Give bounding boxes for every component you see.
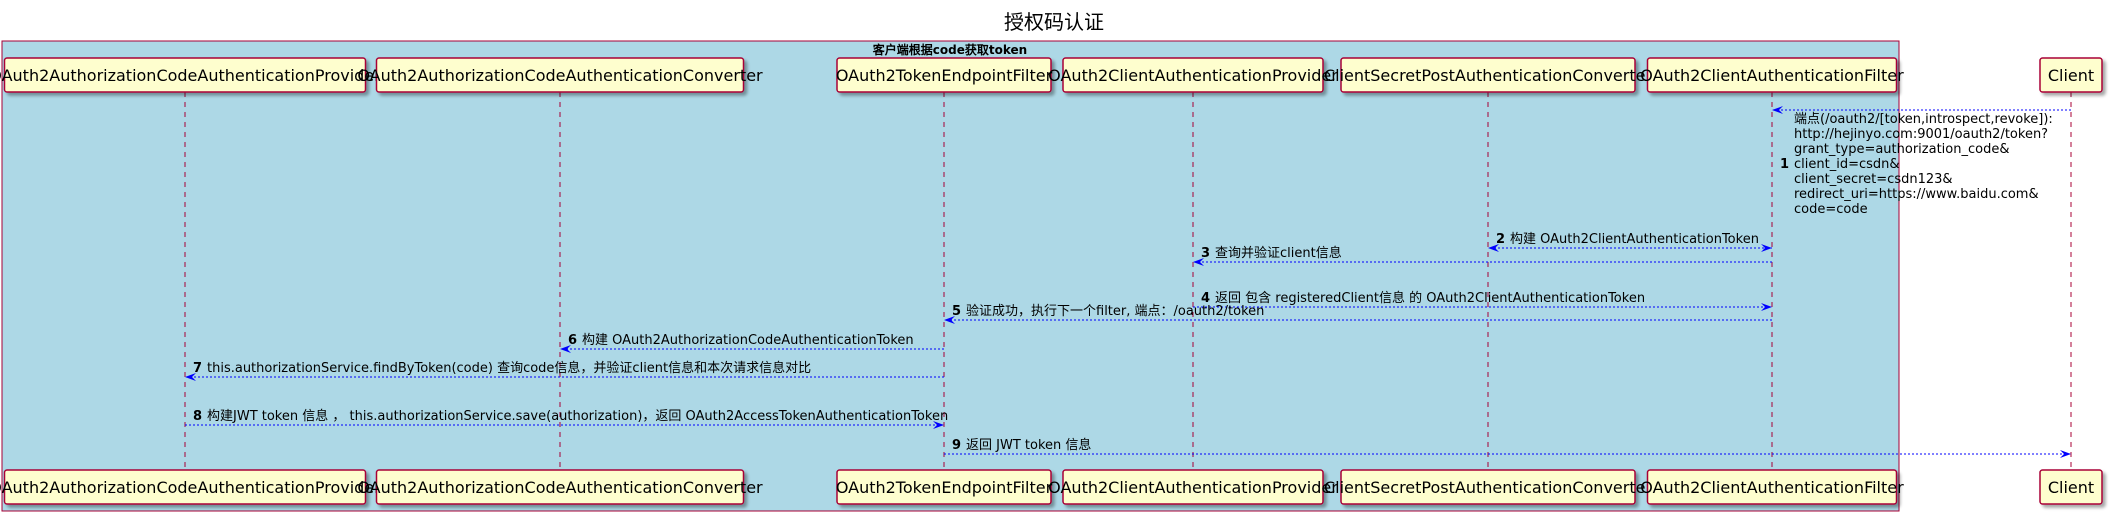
participant-label: OAuth2AuthorizationCodeAuthenticationPro… (0, 66, 381, 85)
arrowhead (1761, 244, 1772, 252)
message-number: 4 (1201, 291, 1210, 306)
participant-label: ClientSecretPostAuthenticationConverter (1324, 478, 1653, 497)
message-number: 6 (568, 333, 577, 348)
message-number: 1 (1780, 157, 1789, 172)
participant-label: OAuth2ClientAuthenticationFilter (1640, 478, 1904, 497)
participant-box (1340, 469, 1636, 505)
participant-box (1646, 57, 1898, 93)
participant-p6-top: OAuth2ClientAuthenticationFilter (1640, 57, 1904, 93)
participant-label: Client (2048, 478, 2094, 497)
message-number: 5 (952, 304, 961, 319)
participant-box (375, 469, 745, 505)
group-box (1, 40, 1900, 512)
participant-label: OAuth2AuthorizationCodeAuthenticationCon… (357, 66, 763, 85)
participant-label: OAuth2ClientAuthenticationProvider (1048, 478, 1338, 497)
message-9: 9 返回 JWT token 信息 (944, 437, 2071, 458)
participant-box (1646, 469, 1898, 505)
participant-p1-bottom: OAuth2AuthorizationCodeAuthenticationPro… (0, 469, 381, 505)
participant-box (3, 57, 367, 93)
participant-label: OAuth2AuthorizationCodeAuthenticationCon… (357, 478, 763, 497)
arrowhead (185, 373, 196, 381)
message-text-line: grant_type=authorization_code& (1794, 142, 2009, 157)
participant-box (1340, 57, 1636, 93)
participant-box (3, 469, 367, 505)
message-number: 9 (952, 438, 961, 453)
message-6: 6 构建 OAuth2AuthorizationCodeAuthenticatio… (560, 333, 944, 353)
messages: 1 端点(/oauth2/[token,introspect,revoke]):h… (185, 106, 2071, 458)
participant-p4-top: OAuth2ClientAuthenticationProvider (1048, 57, 1338, 93)
message-5: 5 验证成功，执行下一个filter, 端点：/oauth2/token (944, 303, 1772, 324)
participant-box (2039, 469, 2103, 505)
participant-box (375, 57, 745, 93)
participant-label: Client (2048, 66, 2094, 85)
participant-p7-top: Client (2039, 57, 2103, 93)
message-text-line: http://hejinyo.com:9001/oauth2/token? (1794, 127, 2048, 142)
message-text: 构建JWT token 信息 ， this.authorizationServi… (207, 408, 948, 424)
participant-p7-bottom: Client (2039, 469, 2103, 505)
message-8: 8 构建JWT token 信息 ， this.authorizationServ… (185, 408, 948, 429)
arrowhead (933, 421, 944, 429)
participant-label: OAuth2AuthorizationCodeAuthenticationPro… (0, 478, 381, 497)
participant-p3-bottom: OAuth2TokenEndpointFilter (836, 469, 1053, 505)
message-text-line: redirect_uri=https://www.baidu.com& (1794, 187, 2039, 202)
message-text: 返回 JWT token 信息 (966, 437, 1091, 453)
message-2: 2 构建 OAuth2ClientAuthenticationToken (1488, 232, 1772, 252)
participant-p1-top: OAuth2AuthorizationCodeAuthenticationPro… (0, 57, 381, 93)
message-number: 7 (193, 361, 202, 376)
group-box-title: 客户端根据code获取token (872, 42, 1027, 57)
participant-p6-bottom: OAuth2ClientAuthenticationFilter (1640, 469, 1904, 505)
participant-p2-bottom: OAuth2AuthorizationCodeAuthenticationCon… (357, 469, 763, 505)
participant-p5-bottom: ClientSecretPostAuthenticationConverter (1324, 469, 1653, 505)
participant-box (1062, 57, 1324, 93)
message-1: 1 端点(/oauth2/[token,introspect,revoke]):h… (1772, 106, 2071, 217)
lifelines (184, 92, 2072, 470)
participant-p3-top: OAuth2TokenEndpointFilter (836, 57, 1053, 93)
arrowhead (1488, 244, 1499, 252)
message-text-line: client_id=csdn& (1794, 157, 1900, 172)
participant-label: ClientSecretPostAuthenticationConverter (1324, 66, 1653, 85)
message-text: 返回 包含 registeredClient信息 的 OAuth2ClientA… (1215, 290, 1645, 306)
arrowhead (560, 345, 571, 353)
diagram-title: 授权码认证 (1004, 10, 1104, 34)
message-text-line: client_secret=csdn123& (1794, 172, 1953, 187)
message-3: 3 查询并验证client信息 (1193, 245, 1772, 266)
arrowhead (944, 316, 955, 324)
arrowhead (1761, 303, 1772, 311)
message-text: 查询并验证client信息 (1215, 245, 1342, 261)
participants: OAuth2AuthorizationCodeAuthenticationPro… (0, 57, 2103, 505)
participant-box (1062, 469, 1324, 505)
arrowhead (1772, 106, 1783, 114)
message-number: 8 (193, 409, 202, 424)
participant-box (2039, 57, 2103, 93)
participant-box (836, 469, 1052, 505)
message-text: this.authorizationService.findByToken(co… (207, 360, 811, 376)
message-text: 构建 OAuth2ClientAuthenticationToken (1510, 232, 1759, 247)
participant-box (836, 57, 1052, 93)
message-7: 7 this.authorizationService.findByToken(c… (185, 360, 944, 381)
arrowhead (2060, 450, 2071, 458)
message-text-line: 端点(/oauth2/[token,introspect,revoke]): (1794, 112, 2053, 127)
message-number: 2 (1496, 232, 1505, 247)
message-text: 验证成功，执行下一个filter, 端点：/oauth2/token (966, 303, 1264, 319)
message-text-line: code=code (1794, 202, 1868, 217)
message-4: 4 返回 包含 registeredClient信息 的 OAuth2Client… (1193, 290, 1772, 311)
participant-label: OAuth2ClientAuthenticationProvider (1048, 66, 1338, 85)
participant-p2-top: OAuth2AuthorizationCodeAuthenticationCon… (357, 57, 763, 93)
message-number: 3 (1201, 246, 1210, 261)
participant-p5-top: ClientSecretPostAuthenticationConverter (1324, 57, 1653, 93)
message-text: 构建 OAuth2AuthorizationCodeAuthentication… (582, 333, 914, 348)
participant-label: OAuth2TokenEndpointFilter (836, 478, 1053, 497)
arrowhead (1193, 258, 1204, 266)
participant-label: OAuth2ClientAuthenticationFilter (1640, 66, 1904, 85)
participant-label: OAuth2TokenEndpointFilter (836, 66, 1053, 85)
participant-p4-bottom: OAuth2ClientAuthenticationProvider (1048, 469, 1338, 505)
